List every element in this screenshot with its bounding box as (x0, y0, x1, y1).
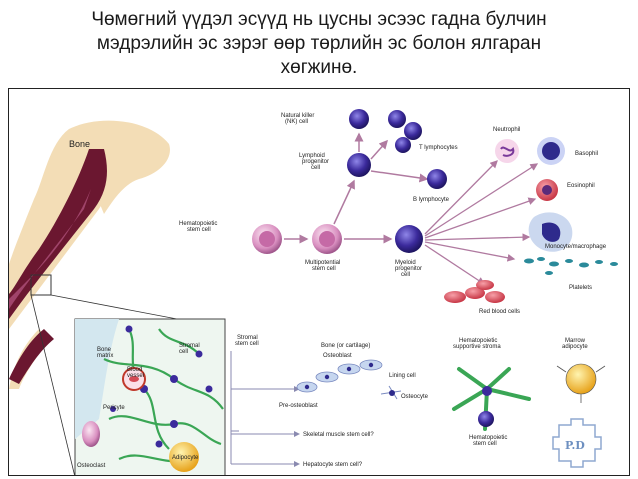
bone-illustration (9, 120, 170, 389)
eosinophil (536, 179, 558, 201)
nk-label-2: (NK) cell (285, 119, 308, 125)
title-line-2: мэдрэлийн эс зэрэг өөр төрлийн эс болон … (96, 33, 542, 54)
monocyte-label: Monocyte/macrophage (545, 244, 607, 250)
osteoblast-label: Osteoblast (323, 353, 352, 359)
stromal-stem-label-2: stem cell (235, 341, 259, 347)
eosinophil-label: Eosinophil (567, 183, 595, 189)
nk-label-1: Natural killer (281, 113, 314, 119)
stromal-cell-label-1: Stromal (179, 343, 200, 349)
lining-cell-label: Lining cell (389, 373, 416, 379)
platelets (524, 257, 618, 275)
basophil-label: Basophil (575, 151, 598, 157)
myeloid-cell (395, 225, 423, 253)
basophil (537, 137, 565, 165)
bone-label: Bone (69, 139, 90, 149)
blood-vessel-label-2: vessel (127, 373, 144, 379)
supportive-label-2: supportive stroma (453, 344, 501, 350)
supportive-stroma-cell (452, 367, 531, 431)
neutrophil (495, 139, 519, 163)
marrow-adipocyte-cell (556, 363, 606, 403)
osteoblast-cells (296, 359, 402, 400)
stamp-text: P.D (565, 439, 585, 452)
marrow-adipocyte-label-1: Marrow (565, 338, 586, 344)
t-lymphocytes-label: T lymphocytes (419, 145, 458, 151)
supportive-label-1: Hematopoietic (459, 338, 497, 344)
diagram-canvas: Bone Bone matrix Blood vessel Stromal ce… (9, 109, 618, 475)
monocyte (528, 212, 573, 252)
hsc-small-label-1: Hematopoietic (469, 435, 507, 441)
hsc-label-2: stem cell (187, 227, 211, 233)
pre-osteoblast-label: Pre-osteoblast (279, 403, 318, 409)
stromal-cell-label-2: cell (179, 349, 188, 355)
osteocyte-label: Osteocyte (401, 394, 429, 400)
platelets-label: Platelets (569, 285, 592, 291)
neutrophil-label: Neutrophil (493, 127, 520, 133)
red-blood-cells (444, 280, 505, 303)
myeloid-arrows (424, 160, 539, 285)
osteoclast-label: Osteoclast (77, 463, 106, 469)
pd-stamp: P.D (552, 418, 602, 468)
marrow-inset (74, 318, 226, 475)
t-lymphocytes (388, 110, 422, 153)
title-line-3: хөгжинө. (280, 57, 358, 78)
hsc-label-1: Hematopoietic (179, 221, 217, 227)
lymphoid-label-2: progenitor (302, 159, 329, 165)
nk-cell (349, 109, 369, 129)
adipocyte-label: Adipocyte (172, 455, 199, 461)
bone-matrix-label-2: matrix (97, 353, 113, 359)
hsc-small-label-2: stem cell (473, 441, 497, 447)
myeloid-label-3: cell (401, 272, 410, 278)
stromal-stem-label-1: Stromal (237, 335, 258, 341)
slide-title: Чөмөгний үүдэл эсүүд нь цусны эсээс гадн… (10, 8, 628, 80)
hepatocyte-label: Hepatocyte stem cell? (303, 462, 363, 468)
pericyte-label: Pericyte (103, 405, 125, 411)
bone-cartilage-label: Bone (or cartilage) (321, 343, 370, 349)
lymphoid-cell (347, 153, 371, 177)
blood-vessel-label-1: Blood (127, 367, 142, 373)
hsc-cell (252, 224, 282, 254)
rbc-label: Red blood cells (479, 309, 520, 315)
b-lymphocyte-label: B lymphocyte (413, 197, 450, 203)
lymphoid-label-3: cell (311, 165, 320, 171)
myeloid-label-1: Myeloid (395, 260, 416, 266)
title-line-1: Чөмөгний үүдэл эсүүд нь цусны эсээс гадн… (91, 9, 547, 30)
zoom-square (30, 274, 52, 296)
myeloid-label-2: progenitor (395, 266, 422, 272)
stem-cell-diagram: Bone Bone matrix Blood vessel Stromal ce… (8, 88, 630, 476)
multipotent-label-2: stem cell (312, 266, 336, 272)
b-lymphocyte (427, 169, 447, 189)
bone-matrix-label-1: Bone (97, 347, 112, 353)
multipotential-cell (312, 224, 342, 254)
lymphoid-label-1: Lymphoid (299, 153, 325, 159)
skeletal-muscle-label: Skeletal muscle stem cell? (303, 432, 374, 438)
multipotent-label-1: Multipotential (305, 260, 340, 266)
marrow-adipocyte-label-2: adipocyte (562, 344, 588, 350)
